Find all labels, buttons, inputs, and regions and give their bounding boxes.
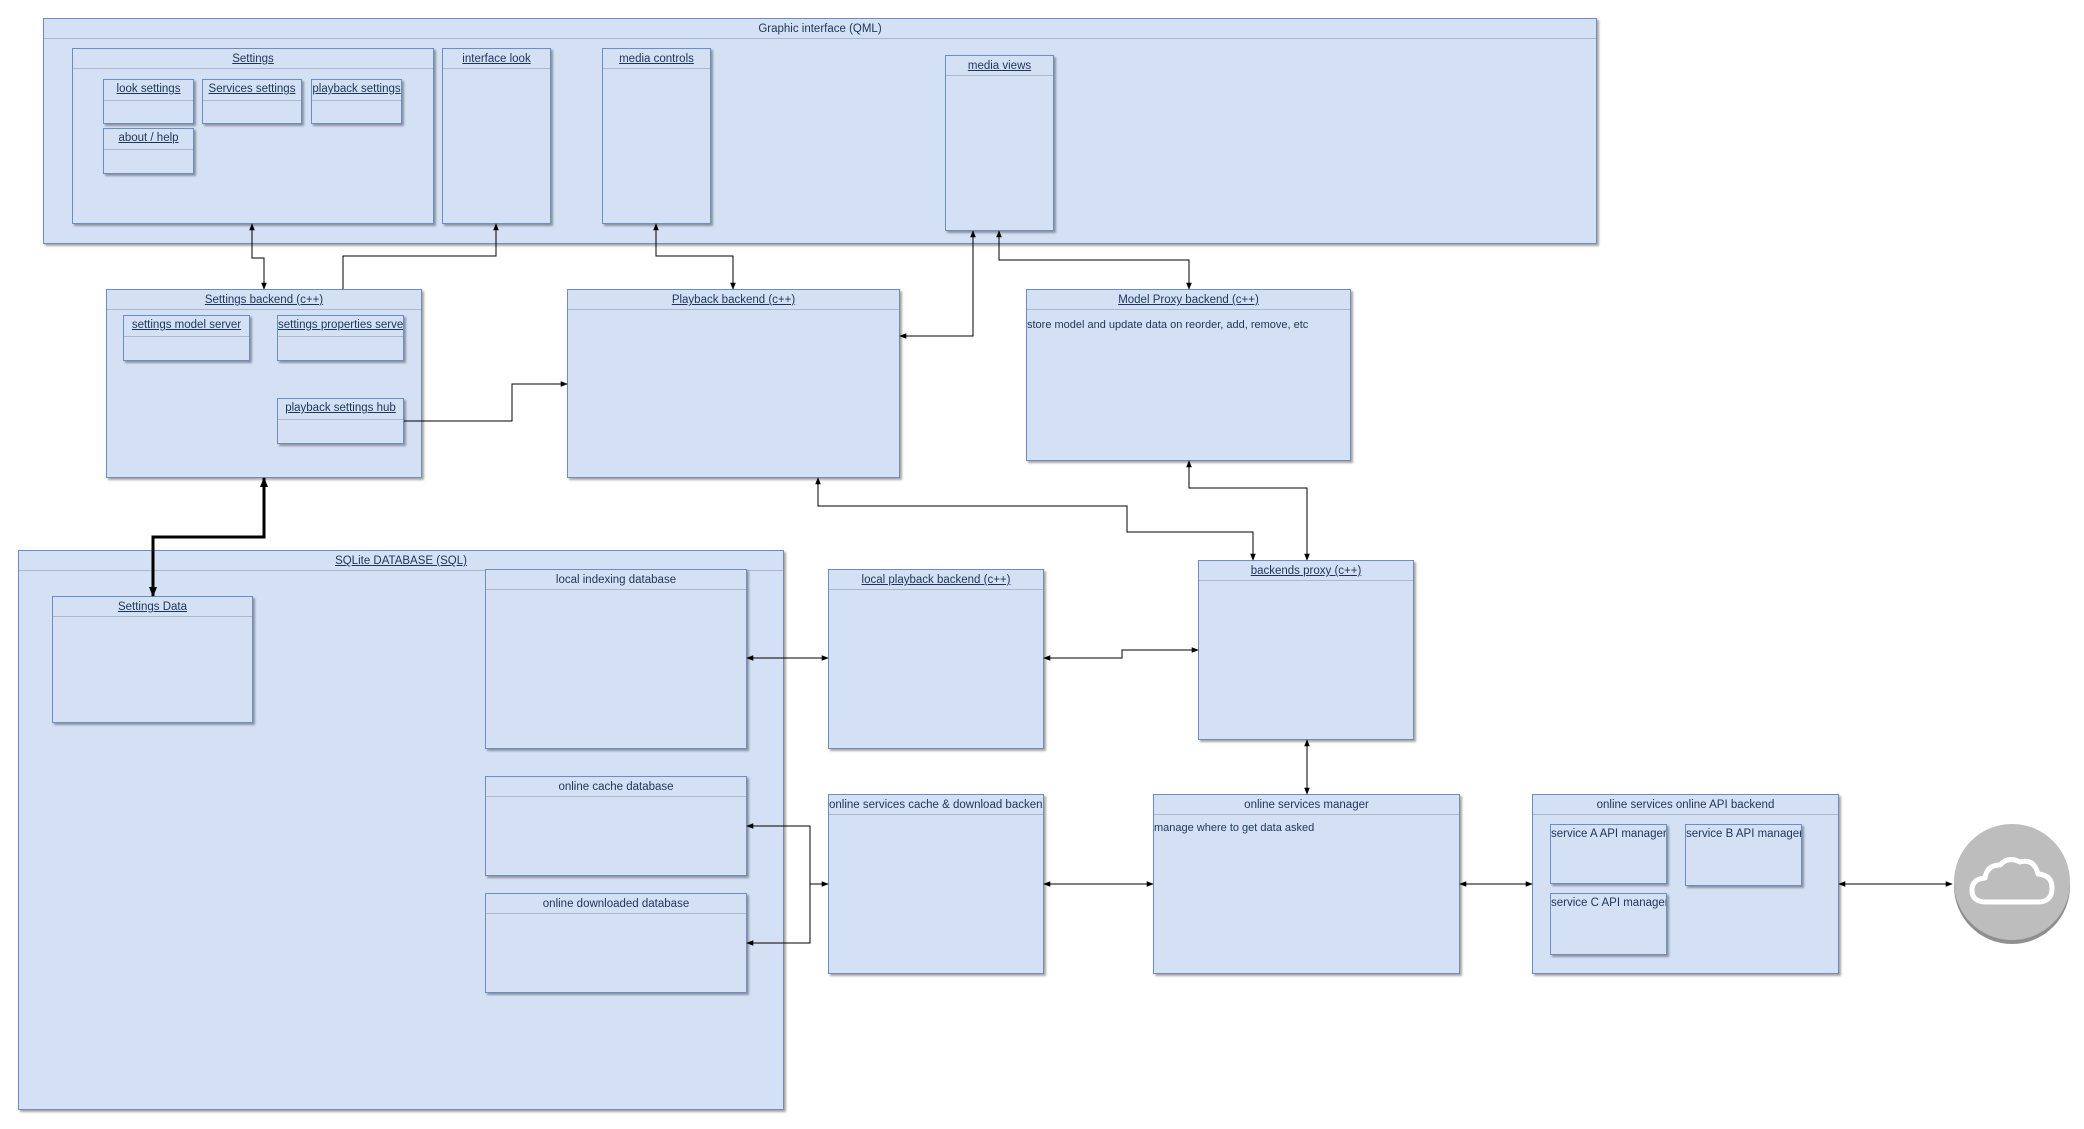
cloud-icon <box>1954 824 2070 944</box>
media-controls-box: media controls <box>602 48 711 224</box>
online-services-manager-box: online services manager manage where to … <box>1153 794 1460 974</box>
settings-data-title: Settings Data <box>53 597 252 617</box>
model-proxy-backend-title: Model Proxy backend (c++) <box>1027 290 1350 310</box>
interface-look-box: interface look <box>442 48 551 224</box>
about-help-title: about / help <box>104 129 193 150</box>
interface-look-title: interface look <box>443 49 550 69</box>
service-c-api-manager-title: service C API manager <box>1551 897 1666 909</box>
service-b-api-manager-title: service B API manager <box>1686 828 1801 840</box>
online-downloaded-database-title: online downloaded database <box>486 894 746 914</box>
look-settings-box: look settings <box>103 79 194 124</box>
qml-interface-title: Graphic interface (QML) <box>44 19 1596 39</box>
settings-model-server-box: settings model server <box>123 315 250 361</box>
service-c-api-manager-box: service C API manager <box>1550 893 1667 955</box>
service-a-api-manager-box: service A API manager <box>1550 824 1667 884</box>
model-proxy-backend-box: Model Proxy backend (c++) store model an… <box>1026 289 1351 461</box>
local-indexing-database-box: local indexing database <box>485 569 747 749</box>
online-cache-database-box: online cache database <box>485 776 747 876</box>
playback-backend-title: Playback backend (c++) <box>568 290 899 310</box>
playback-settings-title: playback settings <box>312 80 401 101</box>
online-cache-database-title: online cache database <box>486 777 746 797</box>
about-help-box: about / help <box>103 128 194 174</box>
edge-modelproxy-backendsproxy <box>1186 460 1310 561</box>
edge-hub-playback <box>404 381 568 422</box>
local-indexing-database-title: local indexing database <box>486 570 746 590</box>
settings-properties-server-box: settings properties serve <box>277 315 404 361</box>
online-services-manager-title: online services manager <box>1154 795 1459 815</box>
settings-model-server-title: settings model server <box>124 316 249 337</box>
online-cache-download-backend-box: online services cache & download backen <box>828 794 1044 974</box>
model-proxy-description: store model and update data on reorder, … <box>1027 319 1309 331</box>
service-a-api-manager-title: service A API manager <box>1551 828 1666 840</box>
media-views-box: media views <box>945 55 1054 231</box>
playback-settings-box: playback settings <box>311 79 402 124</box>
look-settings-title: look settings <box>104 80 193 101</box>
playback-settings-hub-title: playback settings hub <box>278 399 403 420</box>
local-playback-backend-title: local playback backend (c++) <box>829 570 1043 590</box>
sqlite-database-title: SQLite DATABASE (SQL) <box>19 551 783 571</box>
edge-mediaviews-playback <box>899 230 976 339</box>
services-settings-box: Services settings <box>202 79 302 124</box>
media-controls-title: media controls <box>603 49 710 69</box>
online-cache-download-backend-title: online services cache & download backen <box>829 795 1043 815</box>
backends-proxy-box: backends proxy (c++) <box>1198 560 1414 740</box>
online-api-backend-title: online services online API backend <box>1533 795 1838 815</box>
settings-title: Settings <box>73 49 433 69</box>
local-playback-backend-box: local playback backend (c++) <box>828 569 1044 749</box>
online-services-manager-description: manage where to get data asked <box>1154 822 1315 834</box>
settings-data-box: Settings Data <box>52 596 253 723</box>
media-views-title: media views <box>946 56 1053 76</box>
playback-backend-box: Playback backend (c++) <box>567 289 900 478</box>
backends-proxy-title: backends proxy (c++) <box>1199 561 1413 581</box>
playback-settings-hub-box: playback settings hub <box>277 398 404 444</box>
settings-properties-server-title: settings properties serve <box>278 316 403 337</box>
edge-playback-backendsproxy <box>815 477 1256 561</box>
edge-localplayback-backendsproxy <box>1043 647 1199 661</box>
settings-backend-title: Settings backend (c++) <box>107 290 421 310</box>
service-b-api-manager-box: service B API manager <box>1685 824 1802 886</box>
services-settings-title: Services settings <box>203 80 301 101</box>
online-downloaded-database-box: online downloaded database <box>485 893 747 993</box>
